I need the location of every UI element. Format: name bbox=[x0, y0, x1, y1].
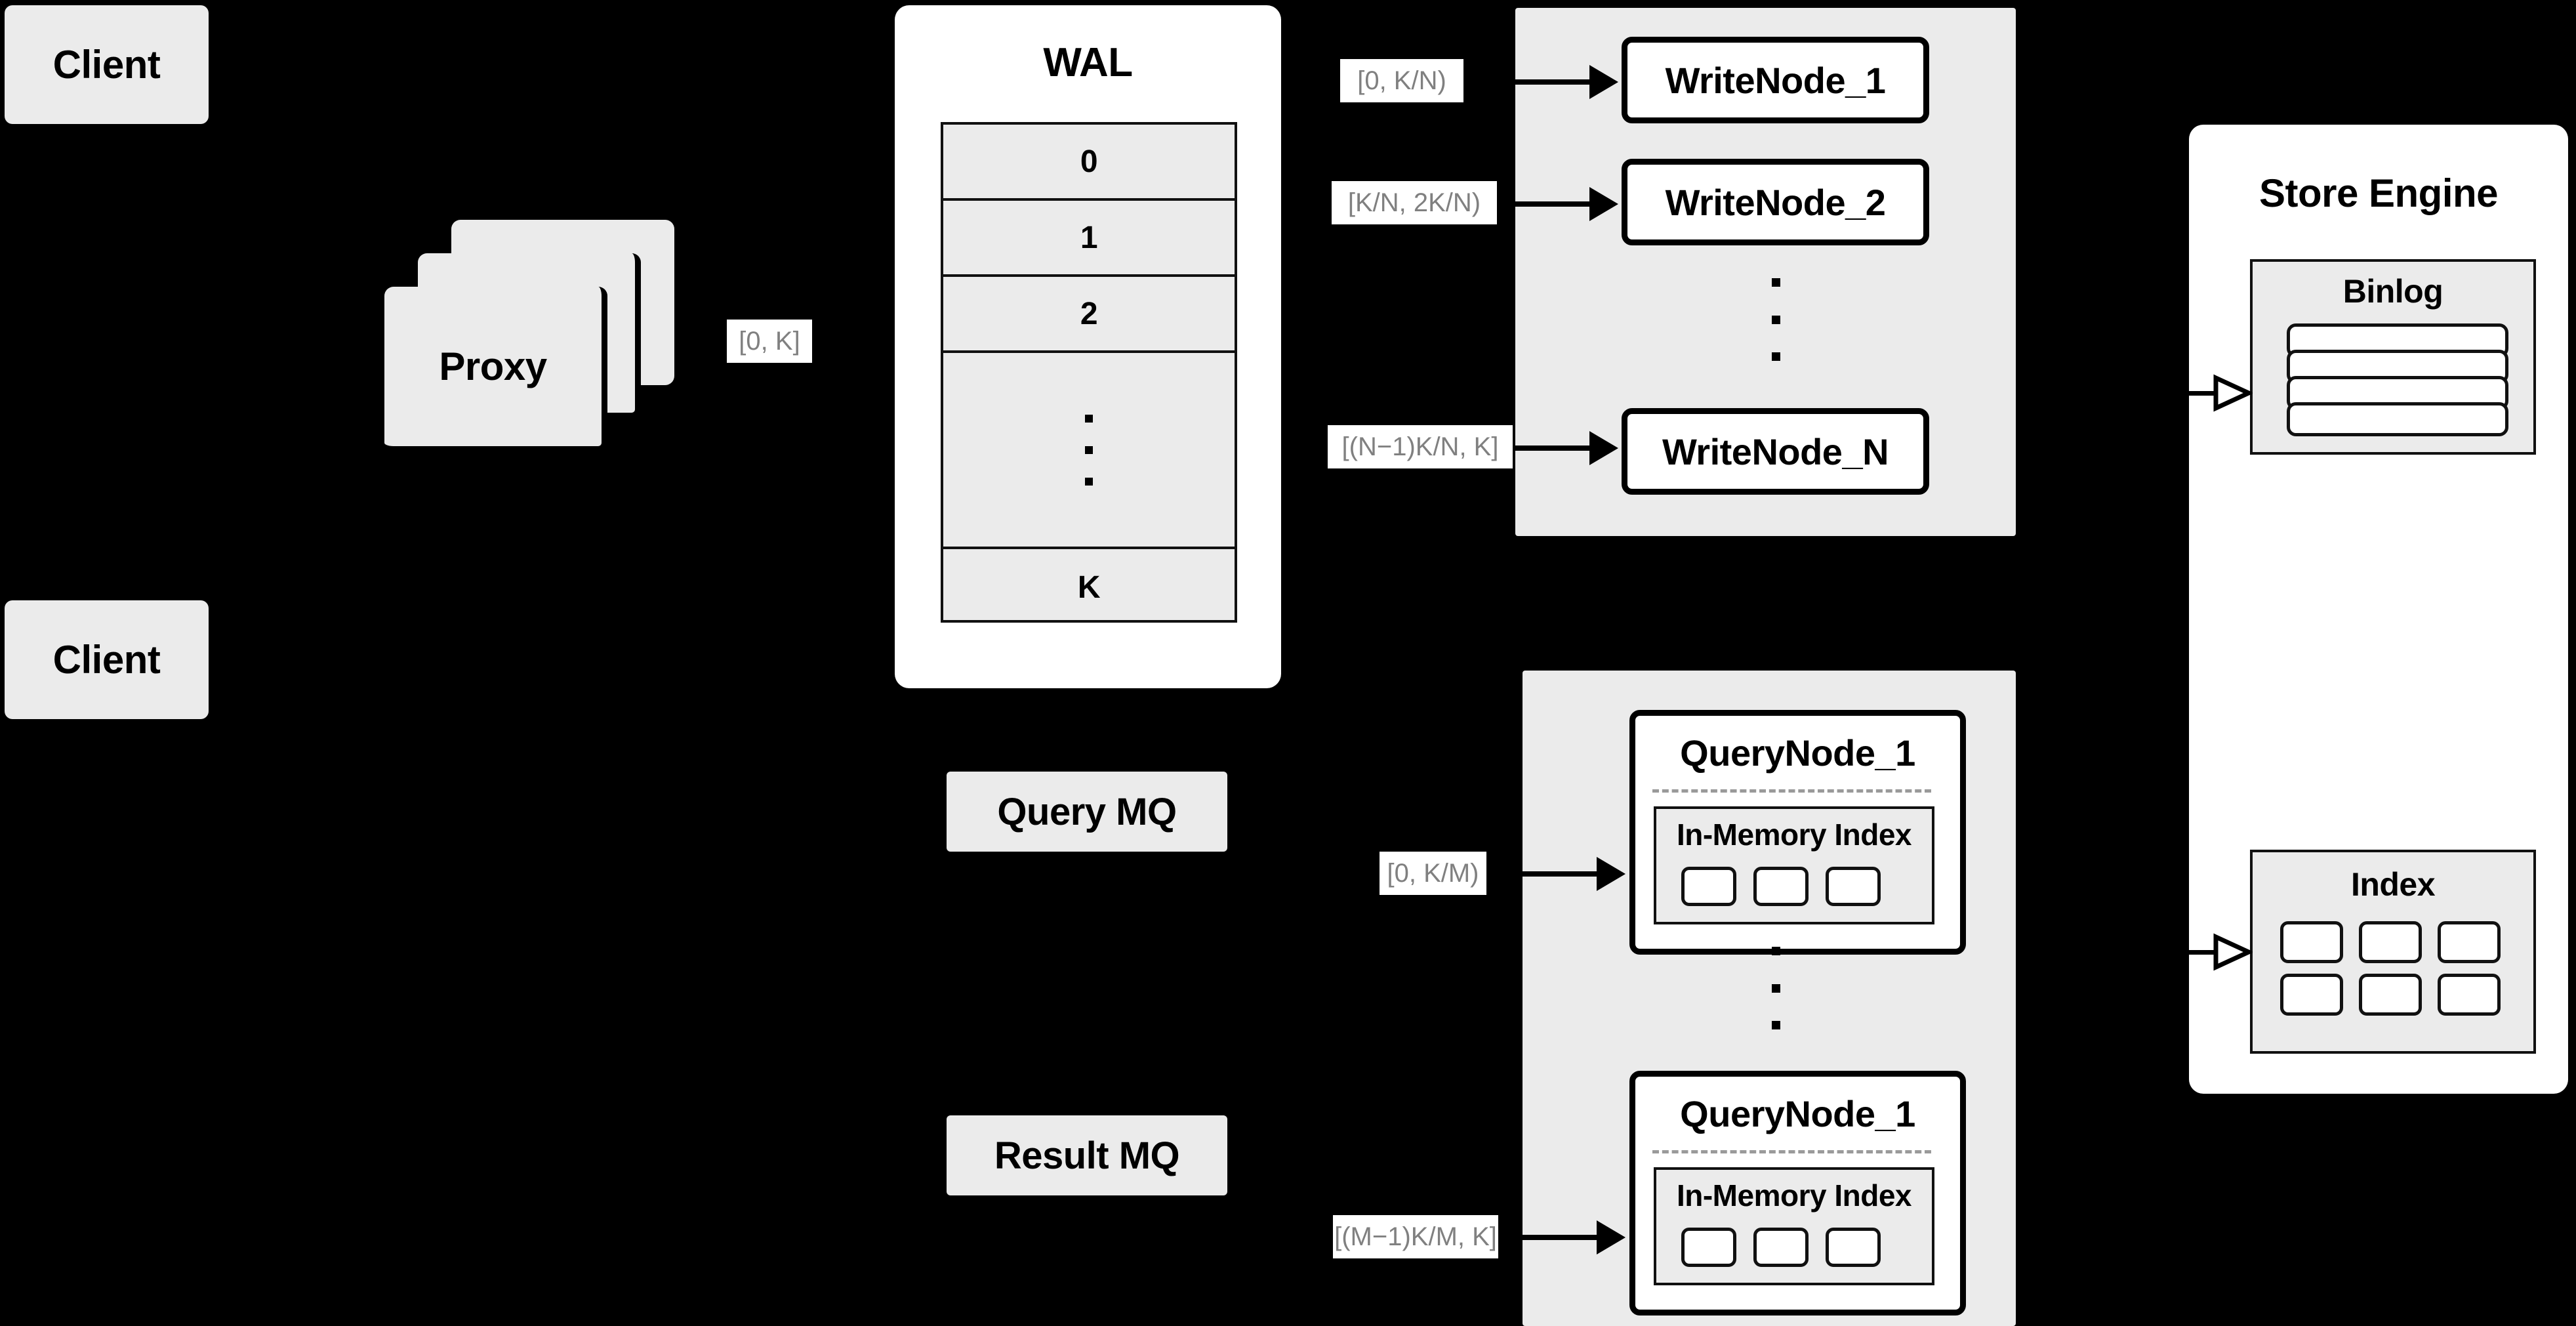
wal-cell-stack: 0 1 2 K bbox=[941, 122, 1237, 623]
write-node-1-range-label: [0, K/N) bbox=[1340, 59, 1463, 102]
query-node-m-label: QueryNode_1 bbox=[1680, 1093, 1915, 1134]
index-slot bbox=[2438, 974, 2501, 1016]
ellipsis-dot bbox=[1085, 477, 1093, 486]
query-node-m-box[interactable]: QueryNode_1 In-Memory Index bbox=[1629, 1071, 1966, 1316]
query-node-m-arrowhead-icon bbox=[1597, 1220, 1625, 1254]
ellipsis-dot bbox=[1771, 278, 1780, 287]
binlog-arrowhead-icon bbox=[2213, 374, 2253, 412]
index-slot bbox=[2280, 921, 2343, 963]
client-label-1: Client bbox=[52, 43, 161, 87]
index-arrow-line bbox=[2189, 950, 2217, 955]
write-node-2-label: WriteNode_2 bbox=[1665, 181, 1886, 223]
query-node-1-divider bbox=[1652, 789, 1931, 793]
write-node-n-label: WriteNode_N bbox=[1662, 430, 1889, 472]
wal-cell-2: 2 bbox=[943, 277, 1235, 353]
ellipsis-dot bbox=[1771, 984, 1780, 993]
write-node-n-range-label: [(N−1)K/N, K] bbox=[1328, 425, 1513, 468]
binlog-group: Binlog bbox=[2250, 259, 2536, 455]
client-label-2: Client bbox=[52, 638, 161, 682]
store-engine-title: Store Engine bbox=[2259, 171, 2499, 215]
query-mq-box[interactable]: Query MQ bbox=[947, 772, 1227, 852]
write-node-1-box[interactable]: WriteNode_1 bbox=[1622, 37, 1929, 123]
index-slot bbox=[1753, 867, 1809, 906]
result-mq-box[interactable]: Result MQ bbox=[947, 1115, 1227, 1195]
query-node-m-inmemory-index: In-Memory Index bbox=[1654, 1167, 1934, 1285]
ellipsis-dot bbox=[1771, 1021, 1780, 1029]
write-node-1-arrowhead-icon bbox=[1589, 65, 1618, 99]
write-node-n-box[interactable]: WriteNode_N bbox=[1622, 408, 1929, 495]
binlog-arrow-line bbox=[2189, 391, 2217, 396]
index-slot bbox=[2359, 974, 2422, 1016]
query-node-1-arrow-line bbox=[1523, 871, 1608, 877]
ellipsis-dot bbox=[1085, 414, 1093, 423]
wal-ellipsis-dots bbox=[1085, 414, 1093, 486]
wal-cell-ellipsis bbox=[943, 353, 1235, 549]
write-node-n-arrow-line bbox=[1515, 445, 1601, 451]
write-node-2-arrowhead-icon bbox=[1589, 187, 1618, 221]
query-node-m-divider bbox=[1652, 1150, 1931, 1153]
proxy-box[interactable]: Proxy bbox=[384, 287, 607, 452]
query-node-1-box[interactable]: QueryNode_1 In-Memory Index bbox=[1629, 710, 1966, 955]
write-node-1-label: WriteNode_1 bbox=[1665, 59, 1886, 101]
ellipsis-dot bbox=[1085, 445, 1093, 454]
ellipsis-dot bbox=[1771, 947, 1780, 955]
proxy-label: Proxy bbox=[439, 344, 547, 388]
write-node-2-arrow-line bbox=[1515, 201, 1601, 207]
index-slot bbox=[1753, 1228, 1809, 1267]
wal-title: WAL bbox=[1043, 40, 1133, 85]
write-node-2-range-label: [K/N, 2K/N) bbox=[1332, 181, 1497, 224]
query-node-m-arrow-line bbox=[1523, 1235, 1608, 1240]
index-slot bbox=[1826, 1228, 1881, 1267]
client-box-2[interactable]: Client bbox=[5, 600, 209, 719]
index-slot bbox=[2280, 974, 2343, 1016]
wal-cell-0: 0 bbox=[943, 125, 1235, 201]
index-group: Index bbox=[2250, 850, 2536, 1054]
query-node-1-label: QueryNode_1 bbox=[1680, 732, 1915, 774]
index-slot bbox=[2438, 921, 2501, 963]
query-node-m-range-label: [(M−1)K/M, K] bbox=[1333, 1215, 1498, 1258]
write-node-n-arrowhead-icon bbox=[1589, 431, 1618, 465]
index-slot bbox=[1681, 867, 1736, 906]
query-node-1-arrowhead-icon bbox=[1597, 857, 1625, 891]
query-cluster-ellipsis-dots bbox=[1767, 947, 1784, 1029]
result-mq-label: Result MQ bbox=[994, 1134, 1180, 1177]
binlog-title: Binlog bbox=[2342, 273, 2443, 310]
write-node-2-box[interactable]: WriteNode_2 bbox=[1622, 159, 1929, 245]
write-node-1-arrow-line bbox=[1515, 79, 1601, 85]
index-slot bbox=[1681, 1228, 1736, 1267]
binlog-row bbox=[2287, 402, 2508, 436]
ellipsis-dot bbox=[1771, 315, 1780, 324]
wal-cell-K: K bbox=[1077, 570, 1101, 605]
index-arrowhead-icon bbox=[2213, 933, 2253, 971]
wal-cell-1: 1 bbox=[943, 201, 1235, 277]
client-box-1[interactable]: Client bbox=[5, 5, 209, 124]
proxy-output-range-label: [0, K] bbox=[727, 320, 812, 363]
ellipsis-dot bbox=[1771, 352, 1780, 361]
index-title: Index bbox=[2350, 866, 2436, 903]
query-node-1-inmemory-index: In-Memory Index bbox=[1654, 806, 1934, 924]
query-node-1-inmemory-index-title: In-Memory Index bbox=[1676, 818, 1912, 852]
write-cluster-ellipsis-dots bbox=[1767, 278, 1784, 361]
query-mq-label: Query MQ bbox=[997, 790, 1177, 833]
index-slot bbox=[2359, 921, 2422, 963]
query-node-1-range-label: [0, K/M) bbox=[1380, 852, 1486, 895]
index-slot bbox=[1826, 867, 1881, 906]
query-node-m-inmemory-index-title: In-Memory Index bbox=[1676, 1178, 1912, 1212]
